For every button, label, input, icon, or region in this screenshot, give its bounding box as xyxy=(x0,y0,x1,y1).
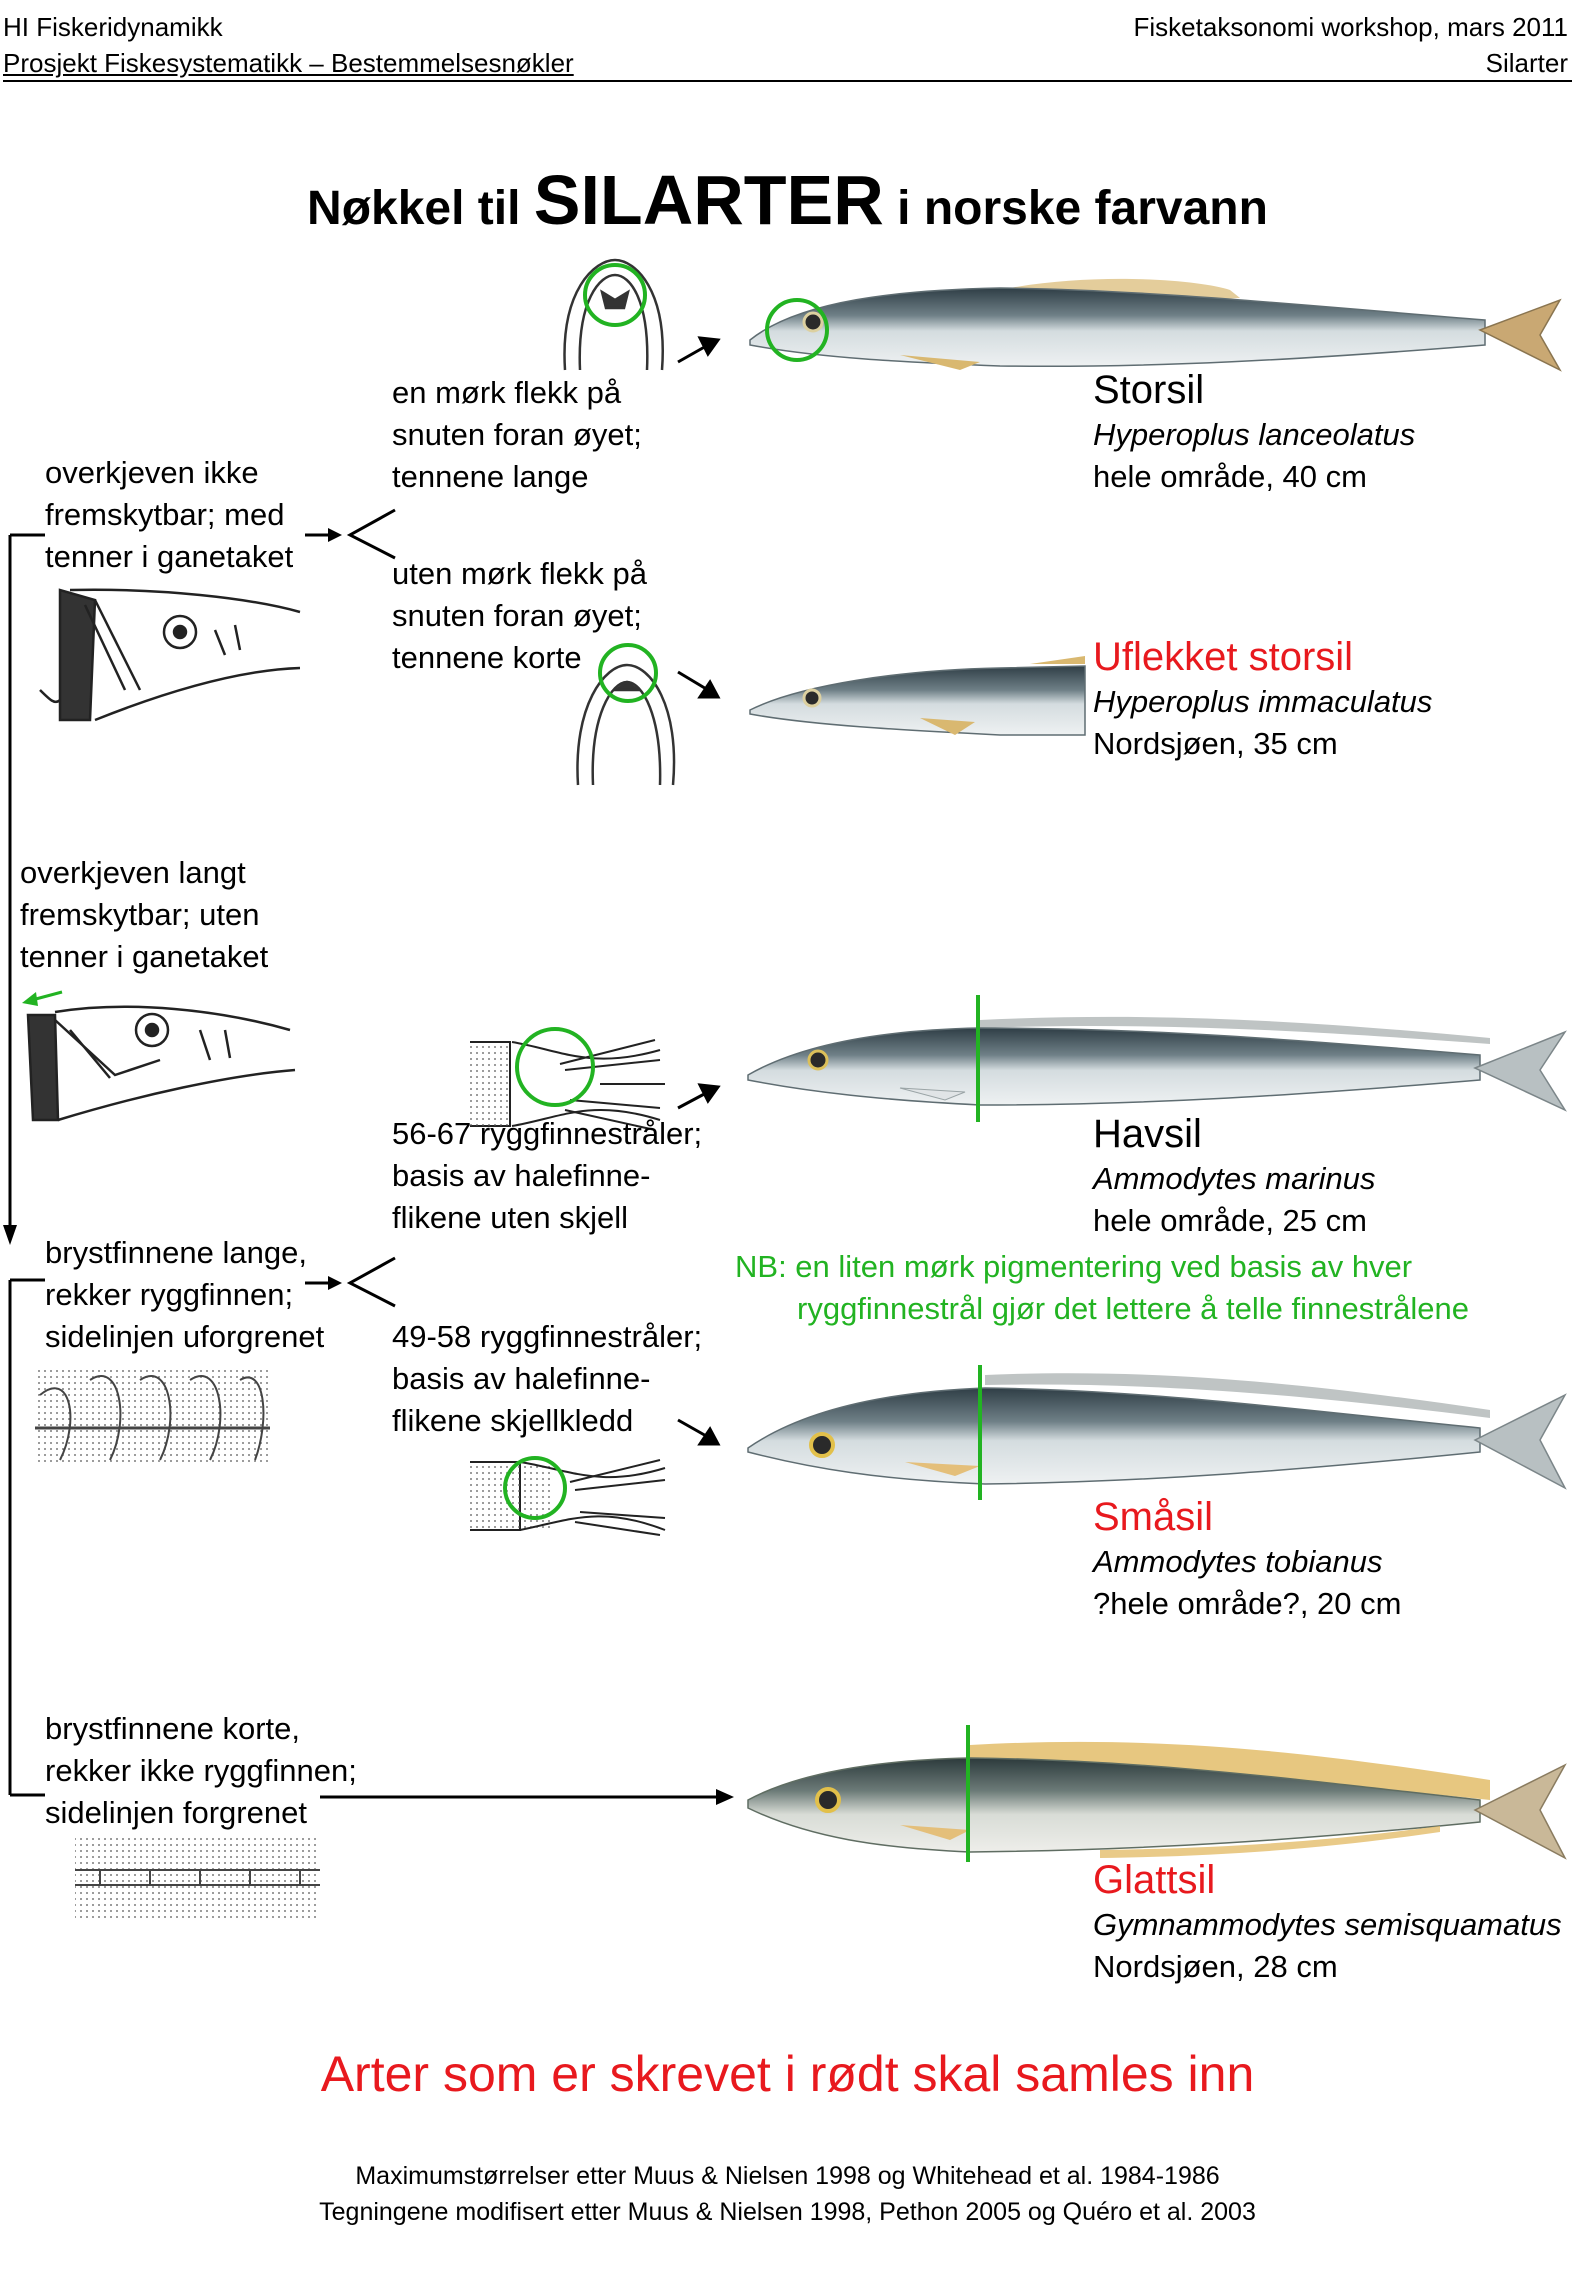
snout-sketch-dark-spot xyxy=(563,258,664,371)
arrow-icon xyxy=(677,670,721,699)
snout-sketch-plain xyxy=(576,663,676,786)
arrow-icon xyxy=(305,1276,342,1290)
lateral-line-sketch-branched xyxy=(75,1835,320,1920)
highlight-circle-icon xyxy=(765,298,829,362)
title-part3: i norske farvann xyxy=(897,182,1268,235)
species-smasil: Småsil Ammodytes tobianus ?hele område?,… xyxy=(1093,1493,1401,1625)
species-latin: Ammodytes marinus xyxy=(1093,1161,1376,1196)
tail-fin-sketch-scaled xyxy=(470,1459,666,1536)
species-name: Havsil xyxy=(1093,1112,1202,1156)
species-uflekket-storsil: Uflekket storsil Hyperoplus immaculatus … xyxy=(1093,633,1432,765)
collect-note: Arter som er skrevet i rødt skal samles … xyxy=(320,2046,1255,2102)
highlight-circle-icon xyxy=(583,263,647,327)
arrow-icon xyxy=(677,336,721,364)
header-right-line2: Silarter xyxy=(1485,48,1568,78)
lateral-line-sketch-unbranched xyxy=(35,1370,270,1465)
species-range: Nordsjøen, 28 cm xyxy=(1093,1949,1338,1984)
fish-illustration-smasil xyxy=(747,1365,1567,1500)
page-title: Nøkkel til SILARTER i norske farvann xyxy=(0,160,1575,240)
footer-line1: Maximumstørrelser etter Muus & Nielsen 1… xyxy=(355,2162,1220,2190)
key-step2b: uten mørk flekk på snuten foran øyet; te… xyxy=(392,556,647,675)
highlight-circle-icon xyxy=(503,1456,567,1520)
highlight-circle-icon xyxy=(598,643,658,703)
species-havsil: Havsil Ammodytes marinus hele område, 25… xyxy=(1093,1110,1376,1242)
choice-bracket xyxy=(346,1256,396,1308)
arrow-icon xyxy=(677,1083,721,1110)
key-step1a: overkjeven ikke fremskytbar; med tenner … xyxy=(45,455,294,574)
header-left-line1: HI Fiskeridynamikk xyxy=(3,12,223,42)
fish-illustration-storsil xyxy=(749,278,1562,372)
species-name: Småsil xyxy=(1093,1495,1214,1539)
jaw-sketch-protrusible xyxy=(26,1005,296,1122)
key-step3b: brystfinnene korte, rekker ikke ryggfinn… xyxy=(45,1711,357,1830)
fish-illustration-glattsil xyxy=(747,1725,1567,1862)
key-step4b: 49-58 ryggfinnestråler; basis av halefin… xyxy=(392,1319,703,1438)
ray-count-note-line1: NB: en liten mørk pigmentering ved basis… xyxy=(735,1249,1413,1284)
title-part1: Nøkkel til xyxy=(307,182,521,235)
highlight-circle-icon xyxy=(515,1027,595,1107)
header-left-line2: Prosjekt Fiskesystematikk – Bestemmelses… xyxy=(3,48,574,78)
species-name: Uflekket storsil xyxy=(1093,635,1354,679)
species-name: Storsil xyxy=(1093,368,1205,412)
species-latin: Ammodytes tobianus xyxy=(1093,1544,1383,1579)
species-latin: Hyperoplus immaculatus xyxy=(1093,684,1433,719)
key-step3a: brystfinnene lange, rekker ryggfinnen; s… xyxy=(45,1235,325,1354)
key-step1b: overkjeven langt fremskytbar; uten tenne… xyxy=(20,855,269,974)
tail-fin-sketch-no-scales xyxy=(470,1039,665,1131)
fish-illustration-havsil xyxy=(747,995,1567,1122)
arrow-icon xyxy=(305,528,342,542)
species-storsil: Storsil Hyperoplus lanceolatus hele områ… xyxy=(1093,366,1415,498)
fish-illustration-uflekket-storsil xyxy=(749,656,1086,736)
arrow-icon xyxy=(320,1789,734,1805)
species-latin: Gymnammodytes semisquamatus xyxy=(1093,1907,1562,1942)
ray-count-note-line2: ryggfinnestrål gjør det lettere å telle … xyxy=(797,1291,1470,1326)
species-range: Nordsjøen, 35 cm xyxy=(1093,726,1338,761)
species-glattsil: Glattsil Gymnammodytes semisquamatus Nor… xyxy=(1093,1856,1562,1988)
arrow-icon xyxy=(3,1225,17,1245)
choice-bracket xyxy=(346,508,396,560)
footer-line2: Tegningene modifisert etter Muus & Niels… xyxy=(319,2198,1256,2226)
species-range: hele område, 25 cm xyxy=(1093,1203,1367,1238)
species-name: Glattsil xyxy=(1093,1858,1216,1902)
species-range: ?hele område?, 20 cm xyxy=(1093,1586,1402,1621)
species-range: hele område, 40 cm xyxy=(1093,459,1367,494)
jaw-sketch-fixed xyxy=(39,588,301,722)
arrow-icon xyxy=(22,990,63,1006)
species-latin: Hyperoplus lanceolatus xyxy=(1093,417,1416,452)
key-step4a: 56-67 ryggfinnestråler; basis av halefin… xyxy=(392,1116,703,1235)
title-part2: SILARTER xyxy=(533,161,884,239)
arrow-icon xyxy=(677,1418,721,1446)
key-bracket xyxy=(8,533,45,1797)
header-right-line1: Fisketaksonomi workshop, mars 2011 xyxy=(1133,12,1568,42)
key-step2a: en mørk flekk på snuten foran øyet; tenn… xyxy=(392,375,642,494)
